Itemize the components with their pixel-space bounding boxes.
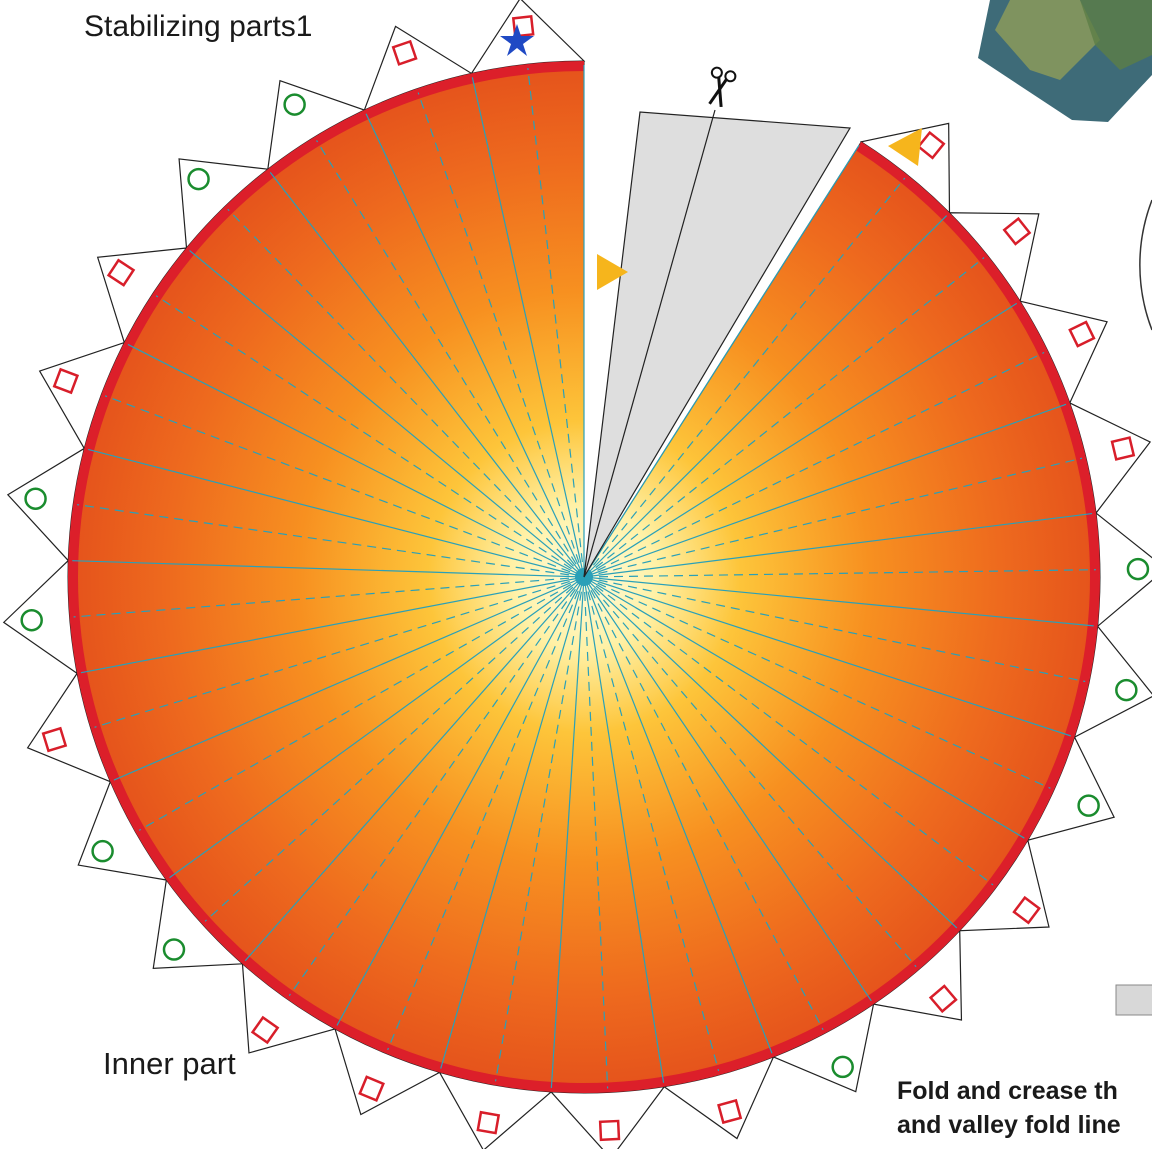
- tab-square-mark: [1068, 320, 1096, 348]
- valley-fold-line: [583, 576, 1051, 789]
- mountain-fold-line: [169, 576, 585, 879]
- valley-fold-line: [417, 92, 585, 578]
- mountain-fold-line: [583, 576, 665, 1083]
- triangle-arrow-icon: [597, 254, 628, 290]
- valley-fold-line: [77, 504, 585, 578]
- valley-fold-line: [583, 576, 1086, 683]
- tab-square-mark: [52, 367, 80, 395]
- valley-fold-line: [288, 576, 585, 997]
- tab-square-mark: [717, 1098, 743, 1125]
- tab-square-mark: [928, 984, 958, 1014]
- valley-fold-line: [204, 576, 585, 922]
- tab-circle-mark: [24, 487, 47, 510]
- mountain-fold-line: [127, 343, 585, 578]
- mountain-fold-line: [72, 560, 585, 578]
- triangle-arrow-icon: [888, 128, 922, 166]
- valley-fold-line: [583, 257, 985, 578]
- valley-fold-line: [583, 576, 917, 968]
- valley-fold-line: [583, 457, 1083, 578]
- instruction-line: and valley fold line: [897, 1111, 1121, 1139]
- mountain-fold-line: [87, 448, 585, 578]
- valley-fold-line: [583, 569, 1096, 578]
- tab-square-mark: [598, 1119, 621, 1142]
- tab-circle-mark: [162, 938, 186, 961]
- mountain-fold-line: [583, 403, 1067, 578]
- valley-fold-line: [316, 140, 585, 578]
- mountain-fold-line: [113, 576, 585, 781]
- tab-square-mark: [106, 258, 136, 287]
- mountain-fold-line: [189, 250, 585, 578]
- mountain-fold-line: [583, 512, 1093, 578]
- fold-lines: [72, 65, 1096, 1089]
- valley-fold-line: [155, 295, 585, 578]
- tab-square-mark: [1012, 895, 1041, 925]
- scissors-icon: [708, 66, 737, 108]
- page-title: Stabilizing parts1: [84, 10, 313, 43]
- tab-square-mark: [391, 39, 418, 66]
- instructions: Fold and crease th and valley fold line: [897, 1074, 1121, 1142]
- mountain-fold-line: [583, 576, 1094, 627]
- mountain-fold-line: [550, 576, 585, 1088]
- valley-fold-line: [583, 576, 994, 886]
- mountain-fold-line: [80, 576, 585, 674]
- tab-square-mark: [1110, 436, 1136, 461]
- mountain-fold-line: [583, 302, 1018, 578]
- cutout-wedge: [583, 111, 852, 578]
- gray-swatch: [1115, 984, 1152, 1016]
- tab-square-mark: [916, 130, 946, 160]
- valley-fold-line: [138, 576, 585, 831]
- valley-fold-line: [583, 576, 609, 1089]
- valley-fold-line: [527, 68, 585, 578]
- tab-circle-mark: [1077, 794, 1100, 817]
- tab-circle-mark: [187, 167, 210, 191]
- mountain-fold-line: [583, 576, 958, 929]
- glue-tab: [1095, 511, 1152, 628]
- tab-marks: [20, 15, 1150, 1142]
- mountain-fold-line: [583, 576, 1071, 737]
- tab-circle-mark: [831, 1055, 854, 1079]
- tab-circle-mark: [1115, 678, 1138, 702]
- mountain-fold-line: [336, 576, 585, 1026]
- valley-fold-line: [583, 576, 720, 1072]
- tab-square-mark: [358, 1075, 385, 1103]
- valley-fold-line: [494, 576, 585, 1082]
- tab-circle-mark: [283, 93, 306, 116]
- mountain-fold-line: [583, 144, 860, 578]
- valley-fold-line: [583, 177, 906, 578]
- tab-circle-mark: [91, 839, 114, 863]
- tab-square-mark: [511, 15, 535, 38]
- mountain-fold-line: [583, 576, 773, 1054]
- tab-circle-mark: [1126, 557, 1150, 581]
- mountain-fold-line: [440, 576, 585, 1069]
- mountain-fold-line: [583, 215, 948, 578]
- mountain-fold-line: [583, 576, 872, 1002]
- star-icon: [500, 24, 534, 56]
- tab-square-mark: [250, 1015, 280, 1045]
- valley-fold-line: [227, 208, 585, 578]
- tab-square-mark: [41, 726, 68, 753]
- tab-square-mark: [1002, 216, 1032, 246]
- partial-circle-right: [1139, 199, 1152, 331]
- mountain-fold-line: [365, 113, 585, 578]
- valley-fold-line: [94, 576, 585, 728]
- tab-circle-mark: [20, 608, 43, 632]
- valley-fold-line: [104, 395, 585, 578]
- valley-fold-line: [583, 351, 1045, 578]
- valley-fold-line: [583, 576, 824, 1031]
- instruction-line: Fold and crease th: [897, 1077, 1118, 1105]
- mountain-fold-line: [583, 576, 1025, 839]
- valley-fold-line: [73, 576, 585, 618]
- inner-part-label: Inner part: [103, 1046, 236, 1081]
- mountain-fold-line: [269, 172, 585, 578]
- tab-square-mark: [476, 1110, 501, 1135]
- mountain-fold-line: [244, 576, 585, 962]
- mountain-fold-line: [471, 77, 585, 578]
- valley-fold-line: [387, 576, 585, 1051]
